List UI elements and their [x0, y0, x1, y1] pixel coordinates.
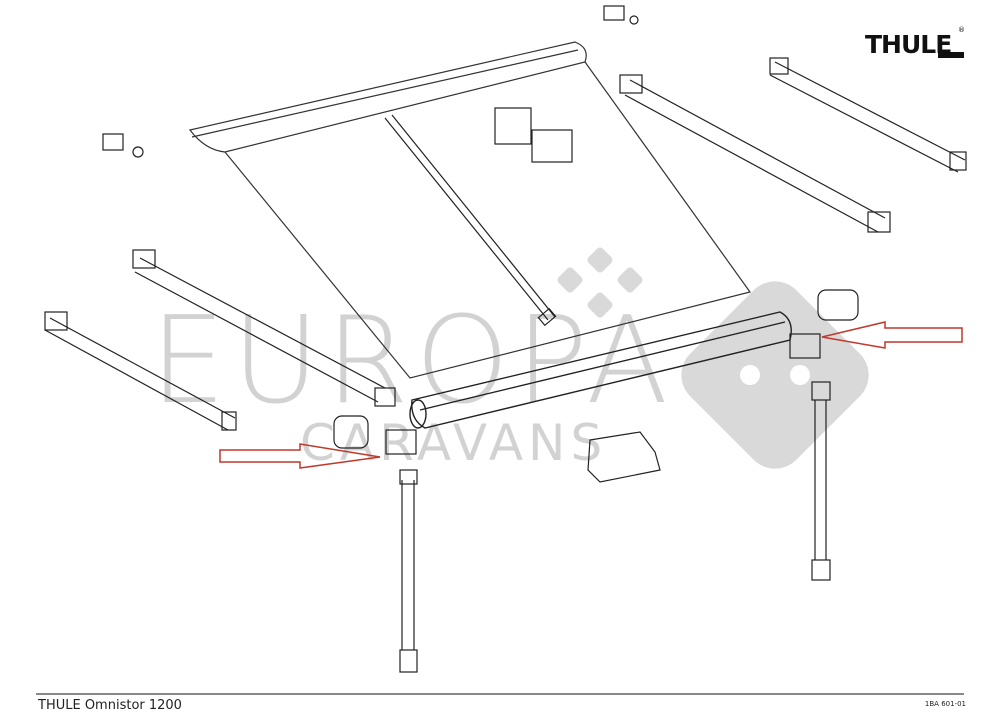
arm-far-right — [769, 57, 967, 173]
footer-title: THULE Omnistor 1200 — [38, 698, 182, 713]
side-end-piece — [102, 133, 144, 158]
watermark-logo-icon — [557, 247, 869, 469]
wall-bracket — [494, 107, 573, 163]
watermark-europa: EUROPA — [150, 292, 675, 431]
end-cap-right — [817, 289, 859, 321]
watermark-caravans: CARAVANS — [300, 414, 608, 472]
leg-left — [399, 469, 418, 673]
logo-underline — [938, 52, 964, 58]
top-end-piece — [603, 5, 639, 25]
registered-mark: ® — [958, 26, 965, 34]
highlight-arrow-right — [821, 321, 963, 349]
handle — [587, 431, 661, 483]
footer-code: 1BA 601-01 — [924, 700, 966, 708]
canopy-fabric — [188, 41, 752, 379]
bracket-right — [789, 333, 821, 359]
footer-divider — [36, 693, 964, 695]
thule-logo: THULE — [865, 30, 952, 59]
arm-right-rear — [619, 74, 891, 233]
arm-left-upper — [132, 249, 396, 407]
highlight-arrow-left — [219, 443, 381, 469]
leg-right — [811, 381, 831, 581]
tension-rafter — [384, 114, 557, 327]
end-cap-left — [333, 415, 369, 449]
arm-left-lower — [44, 311, 237, 431]
bracket-left — [385, 429, 417, 455]
